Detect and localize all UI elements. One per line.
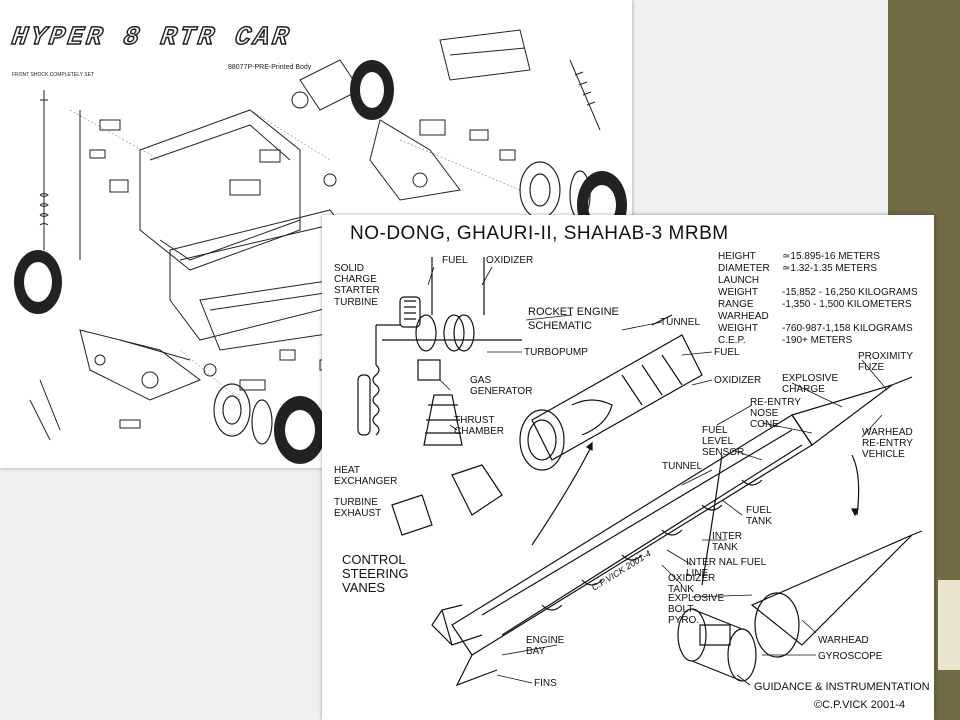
label-oxidizer-right: OXIDIZER bbox=[714, 375, 762, 386]
label-inter-tank: INTER TANK bbox=[712, 531, 742, 553]
label-credit: ©C.P.VICK 2001-4 bbox=[814, 699, 906, 711]
label-reentry-nose-cone: RE-ENTRY NOSE CONE bbox=[750, 397, 801, 430]
label-guidance-instrumentation: GUIDANCE & INSTRUMENTATION bbox=[754, 681, 930, 693]
label-engine-bay: ENGINE BAY bbox=[526, 635, 565, 657]
label-heat-exchanger: HEAT EXCHANGER bbox=[334, 465, 398, 487]
label-fuel-tank: FUEL TANK bbox=[746, 505, 772, 527]
spec-row: HEIGHT≃15.895-16 METERS bbox=[718, 251, 880, 262]
label-explosive-bolt-pyro: EXPLOSIVE BOLT PYRO. bbox=[668, 593, 725, 626]
label-gyroscope: GYROSCOPE bbox=[818, 651, 883, 662]
spec-row: DIAMETER≃1.32-1.35 METERS bbox=[718, 263, 878, 274]
label-fins: FINS bbox=[534, 678, 557, 689]
label-turbine-exhaust: TURBINE EXHAUST bbox=[334, 497, 382, 519]
label-tunnel-mid: TUNNEL bbox=[662, 461, 703, 472]
label-rocket-engine-schematic: ROCKET ENGINE SCHEMATIC bbox=[528, 306, 619, 332]
slide-side-accent bbox=[938, 580, 960, 670]
label-oxidizer-top: OXIDIZER bbox=[486, 255, 534, 266]
rocket-spec-table: HEIGHT≃15.895-16 METERS DIAMETER≃1.32-1.… bbox=[718, 251, 918, 347]
label-turbopump: TURBOPUMP bbox=[524, 347, 588, 358]
label-internal-fuel-line: INTER NAL FUEL LINE bbox=[686, 557, 767, 579]
spec-row: LAUNCH bbox=[718, 275, 760, 286]
spec-row: WEIGHT-760-987-1,158 KILOGRAMS bbox=[718, 323, 913, 334]
car-shock-note: FRONT SHOCK COMPLETELY SET bbox=[12, 72, 94, 78]
label-solid-charge-starter: SOLID CHARGE STARTER bbox=[334, 263, 380, 296]
rocket-drawing: C.P.VICK 2001-4 bbox=[357, 257, 923, 687]
label-gas-generator: GAS GENERATOR bbox=[470, 375, 533, 397]
spec-row: WEIGHT-15,852 - 16,250 KILOGRAMS bbox=[718, 287, 918, 298]
spec-row: WARHEAD bbox=[718, 311, 769, 322]
rocket-cutaway-diagram: NO-DONG, GHAURI-II, SHAHAB-3 MRBM bbox=[322, 215, 934, 720]
rocket-diagram-title: NO-DONG, GHAURI-II, SHAHAB-3 MRBM bbox=[350, 223, 729, 244]
car-diagram-title: HYPER 8 RTR CAR bbox=[9, 21, 294, 53]
label-fuel-top: FUEL bbox=[442, 255, 468, 266]
rocket-signature-text: C.P.VICK 2001-4 bbox=[590, 548, 653, 592]
label-turbine: TURBINE bbox=[334, 297, 378, 308]
label-warhead-reentry-vehicle: WARHEAD RE-ENTRY VEHICLE bbox=[862, 427, 913, 460]
label-explosive-charge: EXPLOSIVE CHARGE bbox=[782, 373, 839, 395]
label-fuel-level-sensor: FUEL LEVEL SENSOR bbox=[702, 425, 745, 458]
label-thrust-chamber: THRUST CHAMBER bbox=[454, 415, 505, 437]
label-tunnel-top: TUNNEL bbox=[660, 317, 701, 328]
label-fuel-right: FUEL bbox=[714, 347, 740, 358]
label-control-steering-vanes: CONTROL STEERING VANES bbox=[342, 552, 409, 595]
label-proximity-fuze: PROXIMITY FUZE bbox=[858, 351, 914, 373]
spec-row: RANGE-1,350 - 1,500 KILOMETERS bbox=[718, 299, 912, 310]
label-oxidizer-tank: OXIDIZER TANK bbox=[668, 573, 716, 595]
label-warhead: WARHEAD bbox=[818, 635, 869, 646]
spec-row: C.E.P.-190+ METERS bbox=[718, 335, 853, 346]
car-body-label: 88077P-PRE-Printed Body bbox=[228, 64, 312, 71]
